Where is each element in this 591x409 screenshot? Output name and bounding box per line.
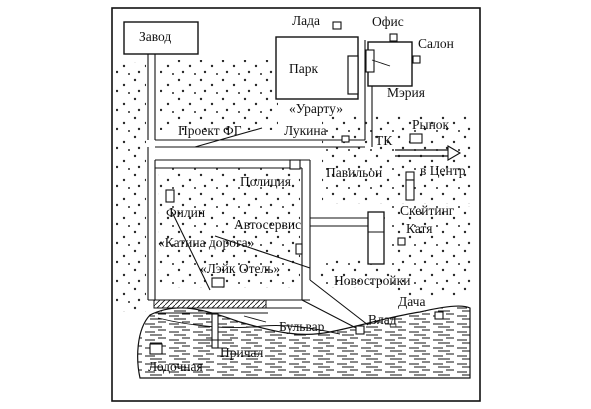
pavilion-marker [405,171,415,181]
new-buildings [367,211,385,265]
label-lake-hotel: «Лэйк Отель» [200,261,281,276]
arrow-right-icon [447,145,462,161]
skate-marker [405,179,415,201]
label-katina-road: «Катина дорога» [158,235,255,250]
label-factory: Завод [139,29,172,44]
label-salon: Салон [418,36,454,51]
small-buildings [165,21,444,335]
autoservice-marker [295,243,303,255]
city-hall-building [367,41,413,87]
label-project-fg: Проект ФГ [178,123,242,138]
label-autoservice: Автосервис [234,217,302,232]
dacha-marker [434,311,444,320]
filin-marker [165,189,175,203]
label-tk: ТК [375,133,393,148]
label-vlad: Влад [368,312,397,327]
label-police: Полиция [240,174,291,189]
label-skate: Скейтинг [400,203,455,218]
label-new-buildings: Новостройки [334,273,411,288]
label-katya: Катя [406,221,433,236]
police-marker [289,159,301,170]
center-road [395,145,462,161]
label-lukina: Лукина [284,123,327,138]
katya-marker [397,237,406,246]
vegetation-dots [116,60,472,312]
label-market: Рынок [412,117,450,132]
label-city-hall: Мэрия [387,85,425,100]
pier [200,313,232,349]
factory-building [123,21,199,55]
label-pier: Причал [220,345,264,360]
label-urartu: «Урарту» [289,101,343,116]
lake [137,305,471,379]
lada-marker [332,21,342,30]
label-dacha: Дача [398,294,426,309]
label-to-center: в Центр [420,163,466,178]
label-boulevard: Бульвар [279,319,325,334]
vlad-marker [355,325,365,335]
lake-hotel-marker [211,277,225,288]
label-boat-station: Лодочная [148,359,203,374]
boulevard [153,299,267,309]
label-office: Офис [372,14,404,29]
boat-station [149,343,163,355]
office-marker [389,33,398,42]
label-pavilion: Павильон [326,165,383,180]
urartu-building [347,55,359,95]
label-filin: Филин [166,205,206,220]
market-marker [409,133,423,144]
city-hall-wing [365,49,375,73]
salon-marker [412,55,421,64]
label-park: Парк [289,61,319,76]
label-lada: Лада [292,13,321,28]
lukina-marker [341,135,350,143]
shore-line [157,317,341,335]
